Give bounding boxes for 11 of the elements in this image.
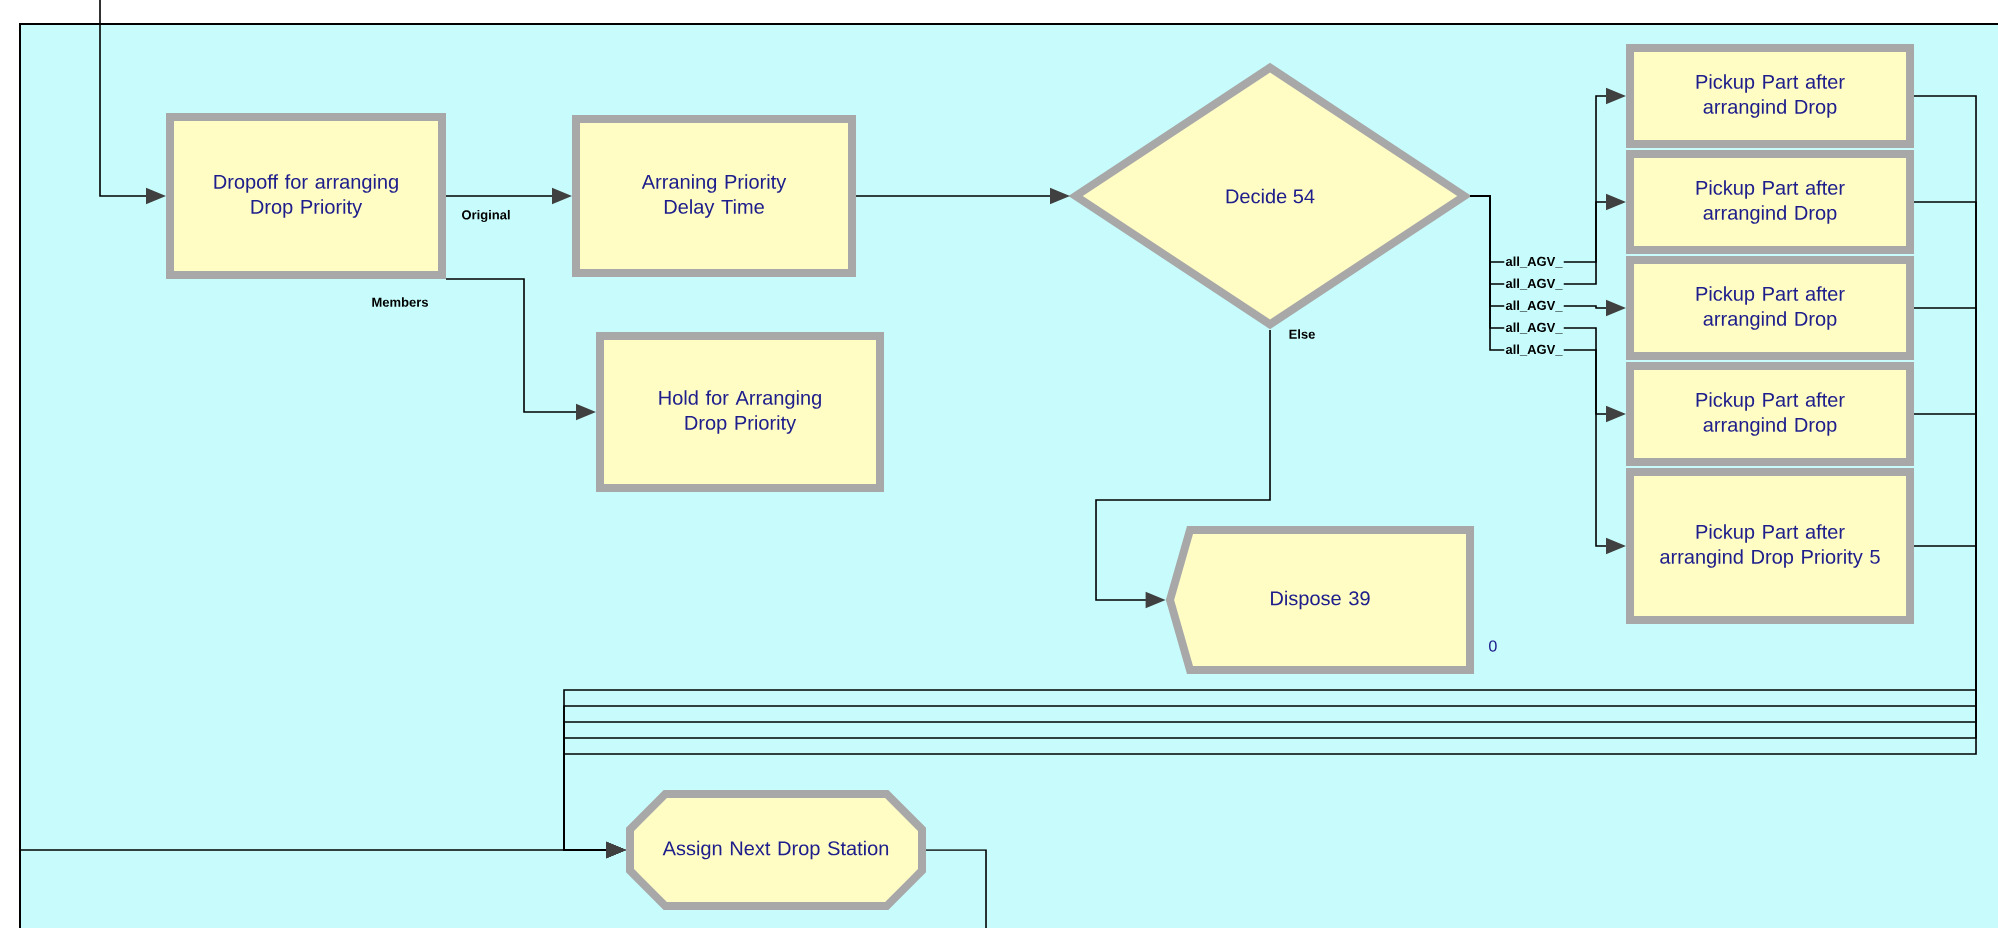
process-box: Pickup Part after arrangind Drop (1626, 362, 1914, 466)
process-box: Pickup Part after arrangind Drop (1626, 44, 1914, 148)
process-box: Pickup Part after arrangind Drop (1626, 256, 1914, 360)
counter-text: 0 (1489, 640, 1497, 652)
assign-box: Assign Next Drop Station (626, 790, 926, 910)
process-box: Pickup Part after arrangind Drop Priority 5 (1626, 468, 1914, 624)
process-box: Dropoff for arranging Drop Priority (166, 113, 446, 279)
process-box: Pickup Part after arrangind Drop (1626, 150, 1914, 254)
connector-arrow (925, 849, 987, 928)
process-box: Arraning Priority Delay Time (572, 115, 856, 277)
process-box: Hold for Arranging Drop Priority (596, 332, 884, 492)
